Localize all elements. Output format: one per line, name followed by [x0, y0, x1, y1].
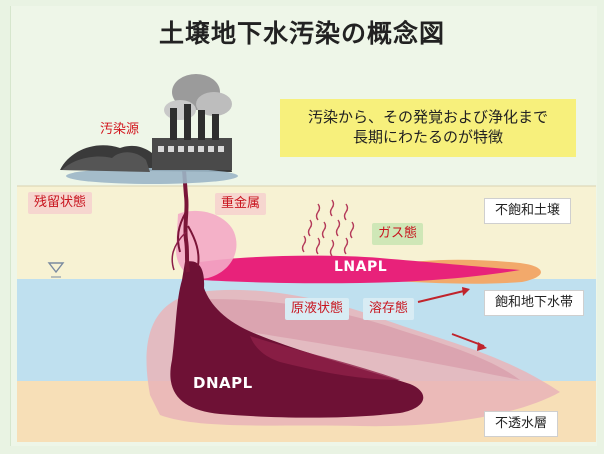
gas-vapor-icon: [301, 199, 355, 257]
pollution-source-label: 汚染源: [100, 122, 140, 137]
zone-unsaturated-label: 不飽和土壌: [484, 198, 572, 224]
lnapl-layer: [200, 255, 520, 284]
factory-icon: [60, 74, 238, 184]
heavy-metals-label: 重金属: [215, 193, 267, 215]
callout-box: 汚染から、その発覚および浄化まで 長期にわたるのが特徴: [280, 99, 576, 157]
callout-line-2: 長期にわたるのが特徴: [352, 128, 503, 146]
water-table-icon: [47, 262, 65, 274]
zone-saturated-label: 飽和地下水帯: [484, 290, 585, 316]
dnapl-body: [170, 261, 424, 418]
callout-line-1: 汚染から、その発覚および浄化まで: [307, 108, 548, 126]
dissolved-state-label: 溶存態: [363, 298, 415, 320]
diagram-title: 土壌地下水汚染の概念図: [158, 19, 445, 48]
zone-impermeable-label: 不透水層: [484, 411, 559, 437]
leak-channel-main: [182, 169, 190, 273]
lnapl-label: LNAPL: [334, 259, 388, 275]
original-liquid-label: 原液状態: [285, 298, 350, 320]
migration-arrow-upper: [417, 289, 469, 303]
gas-state-label: ガス態: [372, 223, 424, 245]
dissolved-plume-inner: [190, 299, 520, 380]
dnapl-label: DNAPL: [193, 374, 253, 392]
residual-state-label: 残留状態: [28, 192, 93, 214]
